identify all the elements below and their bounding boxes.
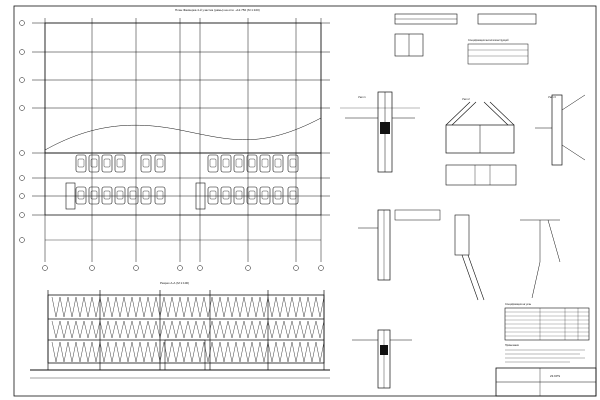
axis-bubble (19, 212, 25, 218)
parking-car (88, 154, 100, 173)
plan-axis-markers (19, 20, 25, 243)
axis-bubble (293, 265, 299, 271)
plan-axis-markers-bottom (42, 265, 324, 271)
parking-car (75, 186, 87, 205)
parking-car (127, 186, 139, 205)
parking-car (233, 186, 245, 205)
stamp-code: 23.KPS (550, 374, 560, 378)
parking-car (287, 186, 299, 205)
axis-bubble (19, 49, 25, 55)
spec-table: Спецификация на узлы (504, 303, 590, 341)
axis-bubble (318, 265, 324, 271)
parking-car (114, 154, 126, 173)
axis-bubble (177, 265, 183, 271)
parking-car (287, 154, 299, 173)
parking-car (272, 154, 284, 173)
lower-spec-title: Спецификация на узлы (505, 303, 531, 306)
parking-car (75, 154, 87, 173)
plan-grid-horizontals (32, 22, 330, 216)
plan-grid-verticals (44, 18, 322, 262)
parking-car (220, 186, 232, 205)
detail-lower-row (358, 209, 561, 301)
truss-diagonals (47, 290, 325, 370)
notes-heading: Примечания (505, 344, 520, 347)
section-title: Разрез А-А (М 1:100) (160, 281, 189, 285)
parking-car (114, 186, 126, 205)
sheet-frame (13, 5, 597, 397)
parking-car (272, 186, 284, 205)
parking-car-group (65, 154, 299, 210)
axis-bubble (89, 265, 95, 271)
axis-bubble (19, 175, 25, 181)
spec-table-rows (505, 311, 589, 337)
notes-block: Примечания (505, 344, 585, 363)
title-block: 23.KPS (495, 367, 597, 397)
plan-title: План Фахверка 4-й участка (рамы) на отм.… (175, 8, 260, 12)
section-view: Разрез А-А (М 1:100) (30, 281, 330, 379)
axis-bubble (245, 265, 251, 271)
parking-car (259, 154, 271, 173)
axis-bubble (42, 265, 48, 271)
detail-left-title: Узел 1 (358, 95, 366, 99)
parking-car (154, 154, 166, 173)
axis-bubble (133, 265, 139, 271)
parking-car (220, 154, 232, 173)
axis-bubble (19, 77, 25, 83)
parking-car (259, 186, 271, 205)
plan-view: План Фахверка 4-й участка (рамы) на отм.… (19, 8, 330, 271)
parking-car (207, 154, 219, 173)
parking-car (154, 186, 166, 205)
axis-bubble (19, 237, 25, 243)
parking-car (207, 186, 219, 205)
plan-break-wave (44, 117, 322, 151)
axis-bubble (19, 105, 25, 111)
axis-bubble (19, 20, 25, 26)
spec-table-title: Спецификация металлоконструкций (468, 39, 509, 42)
parking-car (88, 186, 100, 205)
parking-car (246, 154, 258, 173)
axis-bubble (197, 265, 203, 271)
parking-car (101, 154, 113, 173)
axis-bubble (19, 150, 25, 156)
parking-car (101, 186, 113, 205)
parking-car (140, 154, 152, 173)
detail-top-strip: Спецификация металлоконструкций (394, 13, 537, 65)
detail-node-2: Узел 2 (445, 97, 517, 186)
parking-car (140, 186, 152, 205)
parking-car (233, 154, 245, 173)
detail-node-1: Узел 1 (340, 91, 420, 173)
detail-bottom-node (352, 329, 412, 389)
detail-node-3: Узел 3 (535, 94, 586, 166)
axis-bubble (19, 193, 25, 199)
detail-mid-title: Узел 2 (462, 97, 470, 101)
parking-car (246, 186, 258, 205)
